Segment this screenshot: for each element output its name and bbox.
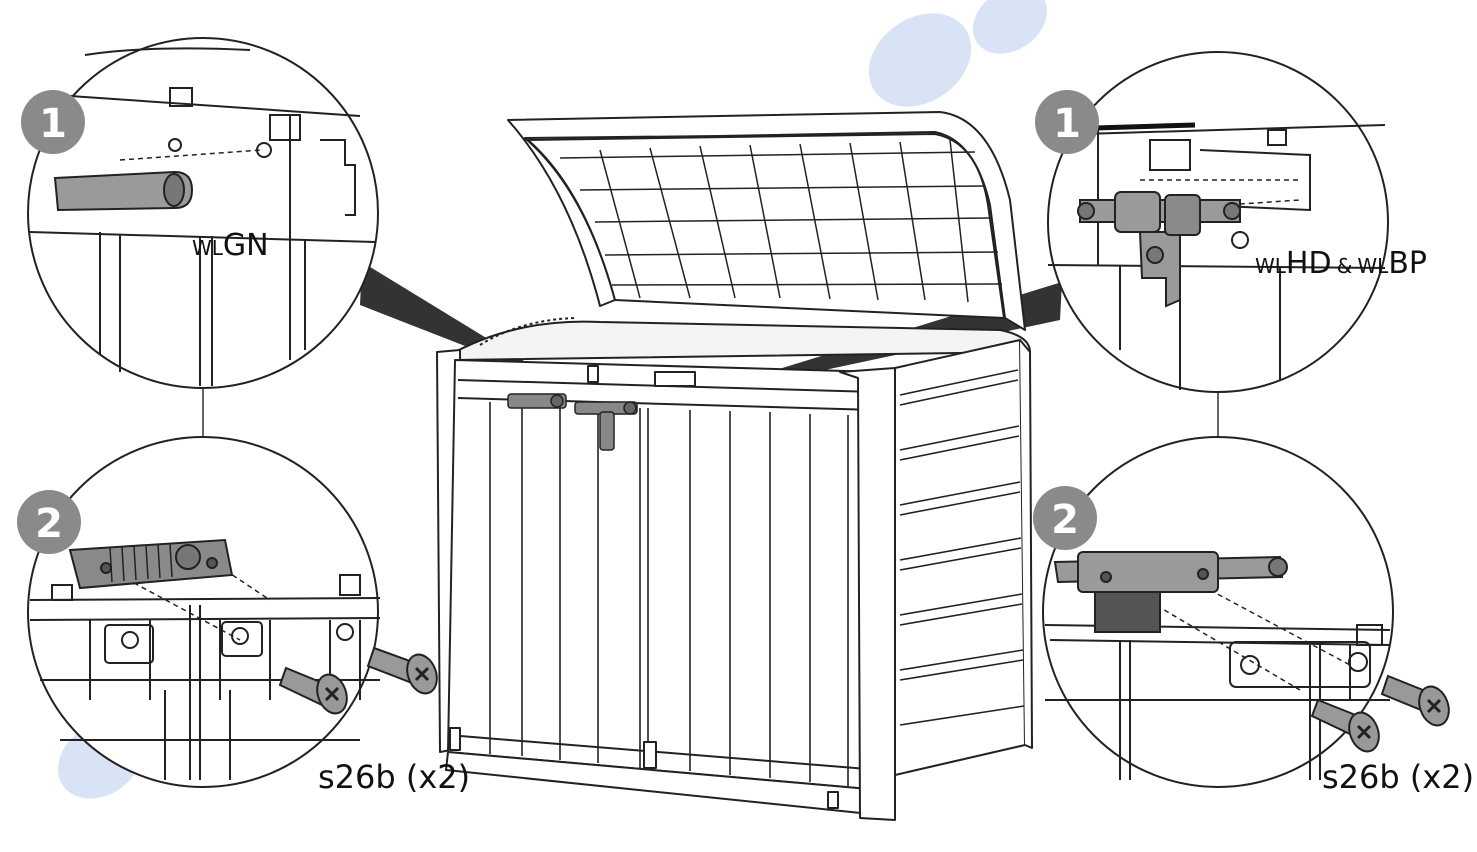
handle-cover-part xyxy=(68,538,234,590)
box-lid xyxy=(507,111,1026,331)
handle-prefix: WL xyxy=(192,236,223,260)
hasp-part xyxy=(1077,191,1241,308)
step-2-badge-right xyxy=(1033,486,1097,550)
lid-edge-dark xyxy=(1094,122,1196,131)
screw-right-1 xyxy=(1310,698,1380,753)
screw-left-1 xyxy=(278,666,348,715)
handle-part xyxy=(53,170,194,212)
box-front xyxy=(447,359,881,791)
screw-right-2 xyxy=(1380,674,1450,727)
detail-right-top: 1 xyxy=(1035,51,1389,393)
screw-left-2 xyxy=(366,646,438,695)
screw-qty-right: s26b (x2) xyxy=(1322,758,1475,796)
step-1-number-left: 1 xyxy=(39,101,67,147)
detail-left-top: 1 xyxy=(21,37,379,389)
step-2-number-right: 2 xyxy=(1051,497,1079,543)
hasp-code: HD xyxy=(1285,246,1332,281)
screw-qty-left: s26b (x2) xyxy=(318,758,471,796)
plate-code: BP xyxy=(1388,246,1427,281)
box-right-post xyxy=(839,367,896,821)
handle-part-label: WLGN xyxy=(192,228,269,263)
amp: & xyxy=(1336,254,1353,278)
step-1-badge-right xyxy=(1035,90,1099,154)
back-plate-part xyxy=(1053,551,1288,633)
step-2-badge-left xyxy=(17,490,81,554)
box-handle xyxy=(507,393,567,409)
hasp-plate-label: WLHD & WLBP xyxy=(1255,246,1427,281)
step-1-number-right: 1 xyxy=(1053,101,1081,147)
step-2-number-left: 2 xyxy=(35,501,63,547)
handle-code: GN xyxy=(222,228,269,263)
detail-left-bottom: 2 xyxy=(17,436,438,788)
box-hasp xyxy=(574,401,638,451)
hasp-prefix: WL xyxy=(1255,254,1286,278)
detail-right-bottom: 2 xyxy=(1033,436,1450,788)
plate-prefix: WL xyxy=(1357,254,1389,278)
step-1-badge-left xyxy=(21,90,85,154)
storage-box xyxy=(436,111,1033,821)
box-rim xyxy=(454,320,1031,361)
